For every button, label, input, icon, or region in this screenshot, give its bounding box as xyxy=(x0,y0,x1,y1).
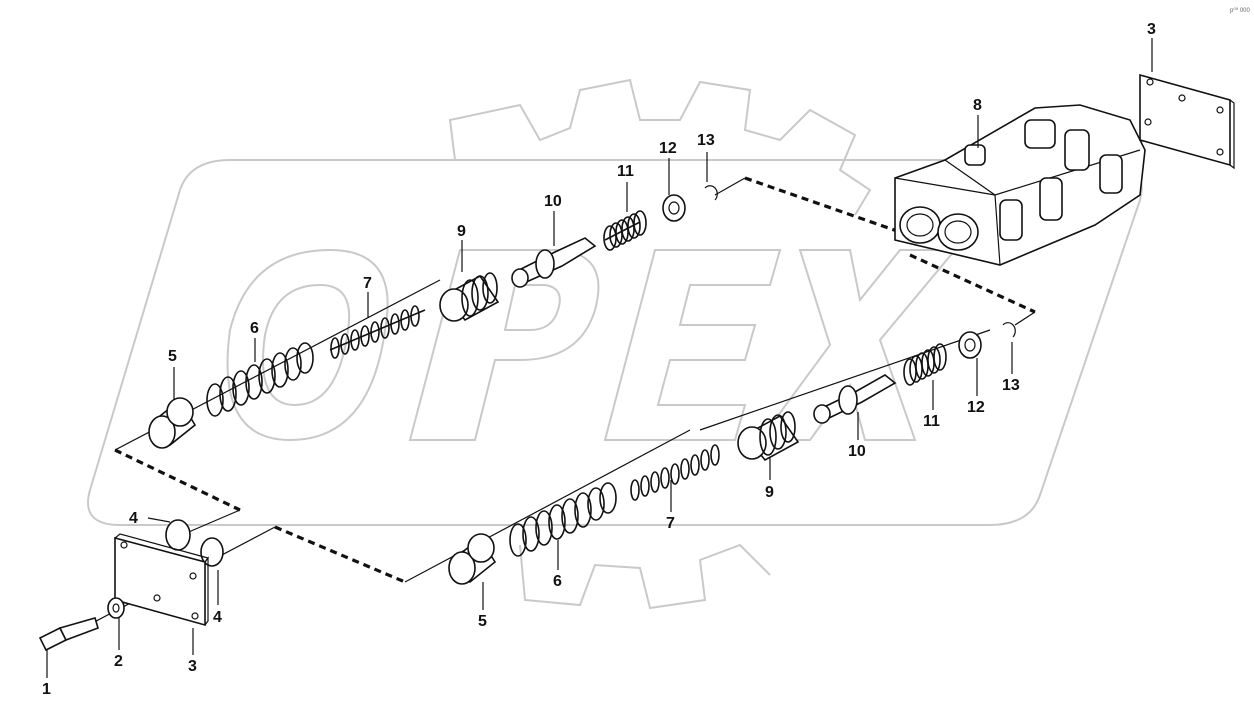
callout-labels: 3 8 11 12 13 10 9 7 6 5 4 4 3 2 1 5 6 7 … xyxy=(42,21,1156,698)
valve-block xyxy=(894,104,1146,266)
o-ring-lower xyxy=(200,537,224,567)
bottom-left-parts xyxy=(38,519,224,652)
callout-1: 1 xyxy=(42,681,51,698)
spring-small-upper xyxy=(603,210,647,251)
spring-seat-lower xyxy=(737,411,800,462)
callout-5-upper: 5 xyxy=(168,348,177,365)
callout-6-lower: 6 xyxy=(553,573,562,590)
corner-code: p⁰⁰ 000 xyxy=(1230,7,1250,14)
callout-3-bottom: 3 xyxy=(188,658,197,675)
lower-assembly xyxy=(448,322,1016,585)
circlip-upper xyxy=(704,185,718,201)
callout-13-upper: 13 xyxy=(697,132,715,149)
callout-13-lower: 13 xyxy=(1002,377,1020,394)
callout-9-lower: 9 xyxy=(765,484,774,501)
assembly-lines xyxy=(59,176,1036,641)
cover-plate-top xyxy=(1139,73,1235,170)
washer-lower xyxy=(958,331,982,359)
watermark-gear xyxy=(448,78,872,610)
upper-assembly xyxy=(148,185,718,449)
callout-7-upper: 7 xyxy=(363,275,372,292)
o-ring-upper xyxy=(165,519,191,551)
washer-upper xyxy=(662,194,686,222)
callout-12-lower: 12 xyxy=(967,399,985,416)
spring-small-lower xyxy=(903,343,947,386)
callout-6-upper: 6 xyxy=(250,320,259,337)
washer-bolt xyxy=(107,597,125,619)
piston-lower xyxy=(813,374,897,424)
spring-seat-upper xyxy=(439,272,500,322)
leader-lines xyxy=(46,38,1153,678)
cover-plate-bottom xyxy=(114,536,206,627)
piston-upper xyxy=(511,237,597,288)
callout-12-upper: 12 xyxy=(659,140,677,157)
bolt xyxy=(38,617,99,652)
callout-10-upper: 10 xyxy=(544,193,562,210)
spring-large-lower xyxy=(509,482,617,557)
callout-4-bottom: 4 xyxy=(213,609,222,626)
callout-11-upper: 11 xyxy=(617,163,634,180)
circlip-lower xyxy=(1002,322,1016,338)
callout-3-top: 3 xyxy=(1147,21,1156,38)
callout-5-lower: 5 xyxy=(478,613,487,630)
spring-long-upper xyxy=(329,305,426,359)
cup-upper xyxy=(148,397,197,449)
callout-11-lower: 11 xyxy=(923,413,940,430)
callout-7-lower: 7 xyxy=(666,515,675,532)
callout-9-upper: 9 xyxy=(457,223,466,240)
cup-lower xyxy=(448,533,497,585)
spring-long-lower xyxy=(630,444,720,501)
callout-8: 8 xyxy=(973,97,982,114)
callout-4-top: 4 xyxy=(129,510,138,527)
spring-large-upper xyxy=(206,342,314,417)
callout-2: 2 xyxy=(114,653,123,670)
callout-10-lower: 10 xyxy=(848,443,866,460)
